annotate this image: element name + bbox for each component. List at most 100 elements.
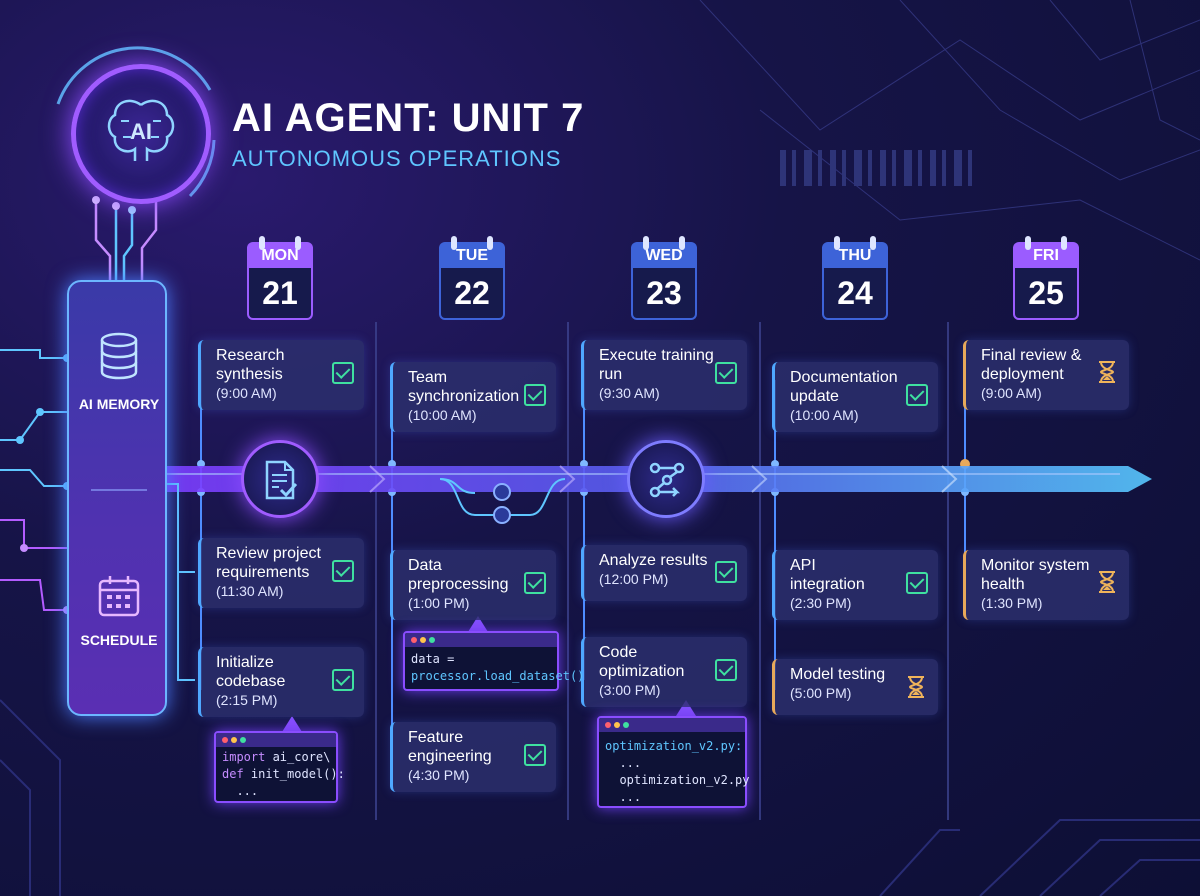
snippet-pointer: [468, 616, 488, 632]
task-card[interactable]: Team synchronization (10:00 AM): [390, 362, 556, 432]
window-bar: [216, 733, 336, 747]
task-time: (9:00 AM): [216, 385, 277, 401]
checkbox-icon[interactable]: [524, 572, 546, 594]
checkbox-icon[interactable]: [906, 384, 928, 406]
code-line: def init_model():: [222, 767, 345, 781]
workflow-hub: [627, 440, 705, 518]
checkbox-icon[interactable]: [715, 561, 737, 583]
logo-arc: [56, 46, 212, 105]
task-card[interactable]: Research synthesis (9:00 AM): [198, 340, 364, 410]
task-time: (5:00 PM): [790, 685, 852, 701]
checkbox-icon[interactable]: [524, 744, 546, 766]
calendar-ring-icon: [259, 236, 265, 250]
code-line: import ai_core\: [222, 750, 331, 764]
panel-to-tasks: [167, 483, 195, 681]
branch-node: [493, 483, 511, 501]
branch-node: [493, 506, 511, 524]
task-title: Execute training run: [599, 347, 714, 383]
day-label: MON: [247, 242, 313, 268]
calendar-ring-icon: [451, 236, 457, 250]
page-subtitle: AUTONOMOUS OPERATIONS: [232, 146, 562, 171]
task-title: Data preprocessing: [408, 557, 509, 593]
task-title: Research synthesis: [216, 347, 285, 383]
code-line: ...: [605, 756, 642, 770]
maximize-dot-icon: [623, 722, 629, 728]
code-line: data =: [411, 652, 455, 666]
close-dot-icon: [411, 637, 417, 643]
checkbox-icon[interactable]: [906, 572, 928, 594]
minimize-dot-icon: [231, 737, 237, 743]
maximize-dot-icon: [240, 737, 246, 743]
calendar-ring-icon: [679, 236, 685, 250]
task-card[interactable]: Model testing (5:00 PM): [772, 659, 938, 715]
task-time: (10:00 AM): [790, 407, 859, 423]
schedule-label: SCHEDULE: [80, 632, 158, 648]
document-hub: [241, 440, 319, 518]
task-card[interactable]: Feature engineering (4:30 PM): [390, 722, 556, 792]
task-title: Review project requirements: [216, 545, 321, 581]
checkbox-icon[interactable]: [715, 362, 737, 384]
task-time: (11:30 AM): [216, 583, 284, 599]
checkbox-icon[interactable]: [332, 669, 354, 691]
circuit-decoration-bottom: [0, 699, 1200, 896]
calendar-ring-icon: [834, 236, 840, 250]
panel-divider: [91, 489, 147, 491]
task-card[interactable]: Execute training run (9:30 AM): [581, 340, 747, 410]
task-time: (3:00 PM): [599, 682, 661, 698]
task-card[interactable]: Documentation update (10:00 AM): [772, 362, 938, 432]
task-time: (4:30 PM): [408, 767, 470, 783]
day-number: 21: [247, 268, 313, 320]
task-card[interactable]: API integration (2:30 PM): [772, 550, 938, 620]
task-card[interactable]: Initialize codebase (2:15 PM): [198, 647, 364, 717]
memory-label: AI MEMORY: [78, 396, 160, 412]
code-line: optimization_v2.py: [605, 773, 750, 787]
minimize-dot-icon: [614, 722, 620, 728]
checkbox-icon[interactable]: [715, 659, 737, 681]
workflow-icon: [649, 462, 685, 498]
day-number: 25: [1013, 268, 1079, 320]
close-dot-icon: [605, 722, 611, 728]
checkbox-icon[interactable]: [332, 362, 354, 384]
day-label: FRI: [1013, 242, 1079, 268]
window-bar: [599, 718, 745, 732]
day-number: 24: [822, 268, 888, 320]
checkbox-icon[interactable]: [332, 560, 354, 582]
task-title: Analyze results: [599, 552, 708, 569]
hourglass-icon: [908, 676, 924, 698]
maximize-dot-icon: [429, 637, 435, 643]
barcode-decoration: [780, 150, 972, 186]
code-snippet-tue: data = processor.load_dataset(): [403, 631, 584, 691]
code-line: ...: [222, 784, 259, 798]
side-panel: AI MEMORY SCHEDULE: [67, 280, 167, 716]
task-card[interactable]: Data preprocessing (1:00 PM): [390, 550, 556, 620]
task-card[interactable]: Final review & deployment (9:00 AM): [963, 340, 1129, 410]
checkbox-icon[interactable]: [524, 384, 546, 406]
task-title: Initialize codebase: [216, 654, 286, 690]
task-card[interactable]: Analyze results (12:00 PM): [581, 545, 747, 601]
calendar-icon[interactable]: [97, 574, 141, 618]
window-bar: [405, 633, 557, 647]
day-label: TUE: [439, 242, 505, 268]
task-title: Model testing: [790, 666, 886, 683]
task-card[interactable]: Code optimization (3:00 PM): [581, 637, 747, 707]
column-separators: [375, 322, 949, 820]
code-line: ...: [605, 790, 642, 804]
snippet-pointer: [676, 700, 696, 716]
calendar-ring-icon: [487, 236, 493, 250]
calendar-ring-icon: [643, 236, 649, 250]
circuit-decoration-top: [699, 0, 1200, 261]
panel-circuits: [0, 349, 67, 487]
task-card[interactable]: Monitor system health (1:30 PM): [963, 550, 1129, 620]
day-label: WED: [631, 242, 697, 268]
task-title: Documentation update: [790, 369, 898, 405]
code-snippet-mon: import ai_core\ def init_model(): ...: [214, 731, 345, 803]
task-card[interactable]: Review project requirements (11:30 AM): [198, 538, 364, 608]
logo-arc: [188, 139, 216, 198]
task-time: (9:30 AM): [599, 385, 660, 401]
